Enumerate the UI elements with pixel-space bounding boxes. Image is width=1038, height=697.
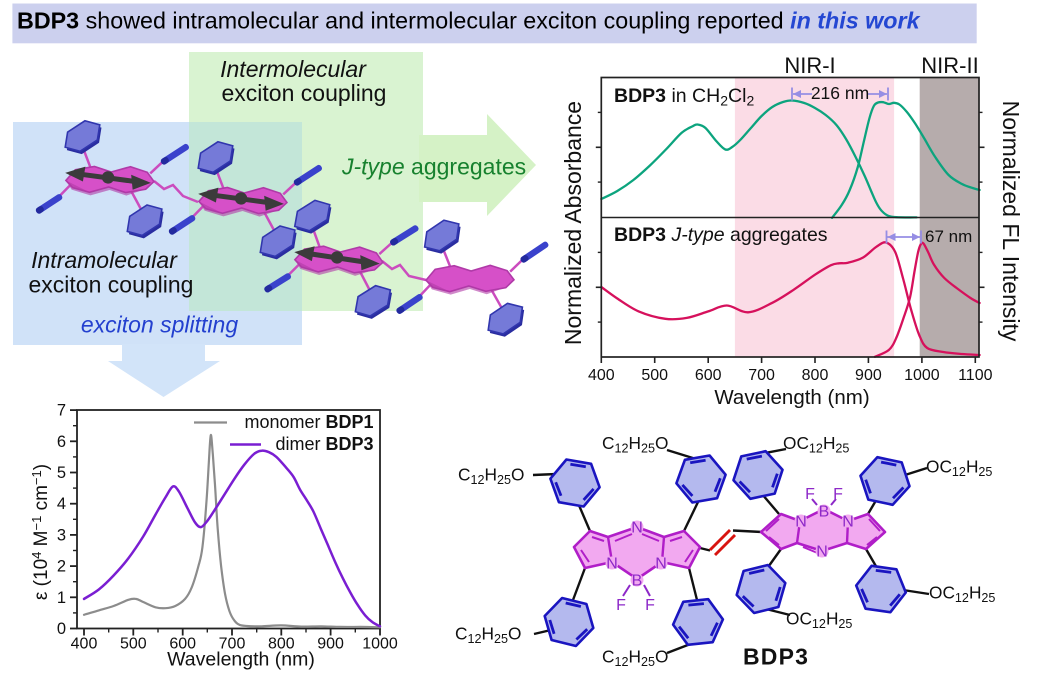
svg-text:216 nm: 216 nm [811,83,869,103]
svg-text:2: 2 [57,558,66,576]
svg-text:6: 6 [57,433,66,451]
svg-text:F: F [645,597,655,614]
svg-text:400: 400 [71,636,98,653]
svg-text:N: N [795,514,807,531]
svg-text:1000: 1000 [362,636,398,653]
svg-text:400: 400 [588,367,615,384]
svg-text:3: 3 [57,526,66,544]
svg-text:Wavelength (nm): Wavelength (nm) [167,649,315,671]
svg-text:OC12H25: OC12H25 [783,433,849,455]
svg-text:1000: 1000 [904,367,940,384]
svg-text:Normalized Absorbance: Normalized Absorbance [560,101,586,345]
svg-text:N: N [842,514,854,531]
svg-text:500: 500 [120,636,147,653]
svg-text:monomer BDP1: monomer BDP1 [244,412,373,432]
svg-text:BDP3 in CH2Cl2: BDP3 in CH2Cl2 [614,85,754,109]
svg-text:exciton coupling: exciton coupling [29,272,194,298]
svg-text:700: 700 [219,636,246,653]
svg-text:B: B [819,504,830,521]
svg-text:BDP3 showed intramolecular and: BDP3 showed intramolecular and intermole… [17,8,921,34]
svg-text:NIR-II: NIR-II [921,53,978,78]
svg-text:700: 700 [748,367,775,384]
svg-text:800: 800 [802,367,829,384]
svg-text:exciton splitting: exciton splitting [81,312,238,338]
svg-text:BDP3: BDP3 [743,644,809,670]
svg-text:Wavelength (nm): Wavelength (nm) [714,386,869,409]
svg-text:600: 600 [169,636,196,653]
svg-text:N: N [606,556,618,573]
svg-text:F: F [616,597,626,614]
svg-text:4: 4 [57,495,66,513]
svg-text:BDP3 J-type aggregates: BDP3 J-type aggregates [614,224,828,246]
svg-text:0: 0 [57,620,66,638]
svg-text:dimer BDP3: dimer BDP3 [275,434,373,454]
svg-text:67 nm: 67 nm [925,227,972,246]
svg-text:N: N [816,544,828,561]
svg-text:800: 800 [268,636,295,653]
svg-text:Normalized FL Intensity: Normalized FL Intensity [998,101,1024,342]
svg-text:exciton coupling: exciton coupling [222,80,387,106]
svg-text:Intermolecular: Intermolecular [220,56,367,82]
svg-text:F: F [805,486,815,503]
svg-text:1100: 1100 [958,367,993,384]
svg-text:C12H25O: C12H25O [458,465,524,487]
svg-text:OC12H25: OC12H25 [786,609,852,631]
svg-text:900: 900 [855,367,882,384]
svg-text:F: F [833,486,843,503]
svg-text:OC12H25: OC12H25 [929,583,995,605]
svg-text:NIR-I: NIR-I [784,53,835,78]
svg-text:7: 7 [57,402,66,420]
svg-text:ε (104 M−1 cm−1): ε (104 M−1 cm−1) [29,464,52,600]
svg-text:N: N [655,556,667,573]
svg-text:900: 900 [317,636,344,653]
svg-text:J-type aggregates: J-type aggregates [341,154,526,180]
svg-text:1: 1 [57,589,66,607]
svg-text:C12H25O: C12H25O [455,624,521,646]
svg-text:600: 600 [695,367,722,384]
svg-text:5: 5 [57,464,66,482]
svg-text:C12H25O: C12H25O [602,647,668,669]
svg-text:500: 500 [641,367,668,384]
svg-text:OC12H25: OC12H25 [926,457,992,479]
svg-text:N: N [631,520,643,537]
svg-text:B: B [632,573,643,590]
svg-text:C12H25O: C12H25O [602,433,668,455]
svg-text:Intramolecular: Intramolecular [31,247,178,273]
